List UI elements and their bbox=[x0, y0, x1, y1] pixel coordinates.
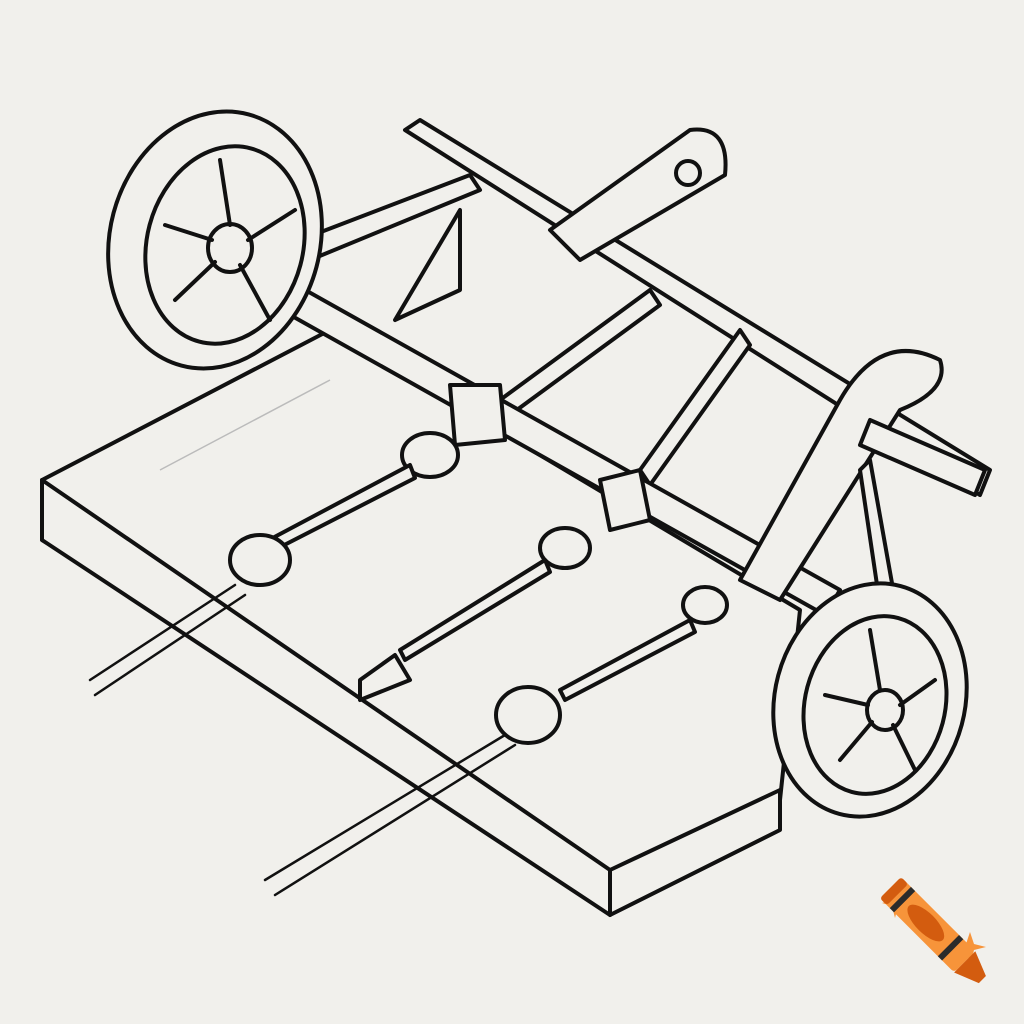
left-wheel bbox=[106, 109, 324, 371]
linkages bbox=[88, 383, 729, 897]
board bbox=[40, 328, 821, 917]
right-wheel bbox=[771, 581, 969, 819]
crayon-icon bbox=[881, 878, 986, 984]
crayon-logo bbox=[881, 878, 986, 984]
